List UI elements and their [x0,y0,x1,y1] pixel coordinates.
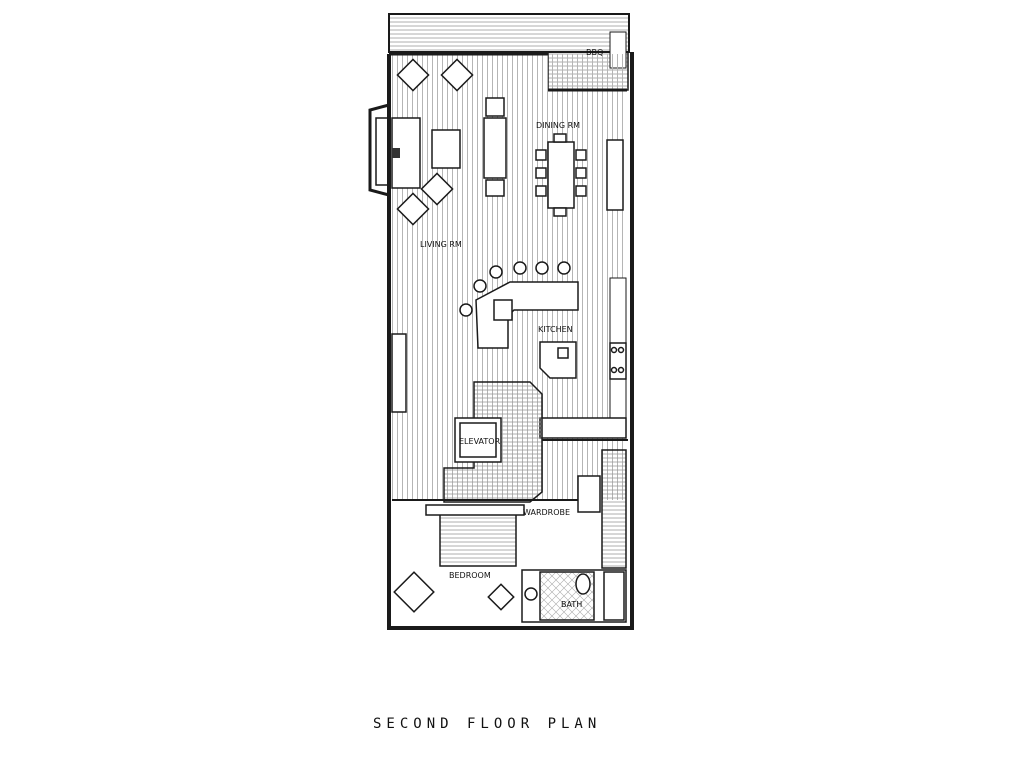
label-bedroom: BEDROOM [449,571,491,580]
bathroom [521,569,627,623]
plan-title: SECOND FLOOR PLAN [373,716,601,732]
kitchen-island [459,261,627,380]
exterior-walls [368,52,634,630]
bay-window [391,117,421,189]
label-bath: BATH [561,600,582,609]
stair-core [443,381,627,503]
dining-table [535,133,624,217]
label-elevator: ELEVATOR [459,437,501,446]
bedroom-area [392,439,628,613]
label-living-room: LIVING RM [420,240,462,249]
label-dining-room: DINING RM [536,121,580,130]
label-wardrobe: WARDROBE [523,508,570,517]
living-room-furniture [391,58,507,413]
label-kitchen: KITCHEN [538,325,573,334]
label-bbq: BBQ [586,48,603,57]
